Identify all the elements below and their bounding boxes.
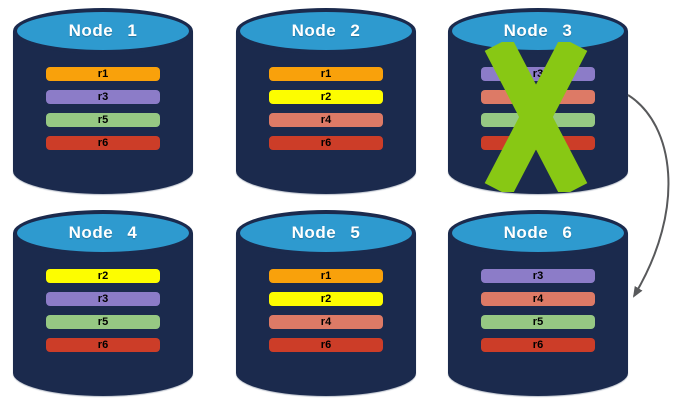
node-5-cylinder-top: Node 5 <box>236 210 416 256</box>
replica-label: r1 <box>320 269 332 282</box>
replica-label: r4 <box>532 292 544 305</box>
node-3: Node 3 r3 r4 r5 r6 <box>448 8 628 194</box>
replica-label: r3 <box>97 90 109 103</box>
replica-bar: r5 <box>46 113 160 127</box>
node-6-cylinder-top: Node 6 <box>448 210 628 256</box>
replica-bar: r4 <box>269 315 383 329</box>
replica-bar: r6 <box>46 338 160 352</box>
replica-label: r6 <box>97 338 109 351</box>
node-1-title: Node 1 <box>68 21 138 40</box>
node-4: Node 4 r2 r3 r5 r6 <box>13 210 193 396</box>
replica-label: r5 <box>97 315 109 328</box>
replica-bar: r5 <box>481 315 595 329</box>
node-3-title: Node 3 <box>503 21 573 40</box>
node-3-cylinder-top: Node 3 <box>448 8 628 54</box>
node-5-title: Node 5 <box>291 223 361 242</box>
replica-label: r2 <box>320 90 332 103</box>
replica-label: r6 <box>320 338 332 351</box>
replica-bar: r6 <box>269 136 383 150</box>
replica-bar: r1 <box>269 269 383 283</box>
node-6-replicas: r3 r4 r5 r6 <box>448 269 628 361</box>
node-1-cylinder-body <box>13 31 193 194</box>
replica-label: r4 <box>320 113 332 126</box>
node-4-cylinder-top: Node 4 <box>13 210 193 256</box>
replica-bar: r6 <box>269 338 383 352</box>
replica-label: r5 <box>532 315 544 328</box>
node-6-cylinder-body <box>448 233 628 396</box>
node-1-replicas: r1 r3 r5 r6 <box>13 67 193 159</box>
replica-label: r6 <box>532 338 544 351</box>
node-4-replicas: r2 r3 r5 r6 <box>13 269 193 361</box>
node-4-cylinder-body <box>13 233 193 396</box>
node-2-title: Node 2 <box>291 21 361 40</box>
replica-bar: r4 <box>481 292 595 306</box>
node-4-title: Node 4 <box>68 223 138 242</box>
replica-label: r6 <box>320 136 332 149</box>
replica-label: r1 <box>97 67 109 80</box>
node-2: Node 2 r1 r2 r4 r6 <box>236 8 416 194</box>
node-1: Node 1 r1 r3 r5 r6 <box>13 8 193 194</box>
node-1-cylinder-top: Node 1 <box>13 8 193 54</box>
replica-bar: r1 <box>46 67 160 81</box>
replica-label: r6 <box>97 136 109 149</box>
node-6-title: Node 6 <box>503 223 573 242</box>
replica-bar: r2 <box>269 292 383 306</box>
replica-bar: r1 <box>269 67 383 81</box>
node-2-replicas: r1 r2 r4 r6 <box>236 67 416 159</box>
replica-bar: r3 <box>46 292 160 306</box>
replica-bar: r6 <box>481 338 595 352</box>
failed-x-icon <box>484 42 588 192</box>
replica-label: r5 <box>97 113 109 126</box>
node-6: Node 6 r3 r4 r5 r6 <box>448 210 628 396</box>
node-2-cylinder-top: Node 2 <box>236 8 416 54</box>
replica-label: r2 <box>320 292 332 305</box>
replica-bar: r3 <box>46 90 160 104</box>
replica-label: r1 <box>320 67 332 80</box>
replica-label: r3 <box>532 269 544 282</box>
failover-arrow-path <box>627 94 670 298</box>
replica-bar: r6 <box>46 136 160 150</box>
replica-bar: r2 <box>269 90 383 104</box>
replica-bar: r4 <box>269 113 383 127</box>
replica-bar: r2 <box>46 269 160 283</box>
replica-bar: r5 <box>46 315 160 329</box>
replica-label: r4 <box>320 315 332 328</box>
node-5: Node 5 r1 r2 r4 r6 <box>236 210 416 396</box>
replica-bar: r3 <box>481 269 595 283</box>
replica-label: r2 <box>97 269 109 282</box>
replica-label: r3 <box>97 292 109 305</box>
node-2-cylinder-body <box>236 31 416 194</box>
node-5-replicas: r1 r2 r4 r6 <box>236 269 416 361</box>
node-5-cylinder-body <box>236 233 416 396</box>
replica-label: r3 <box>532 67 544 80</box>
